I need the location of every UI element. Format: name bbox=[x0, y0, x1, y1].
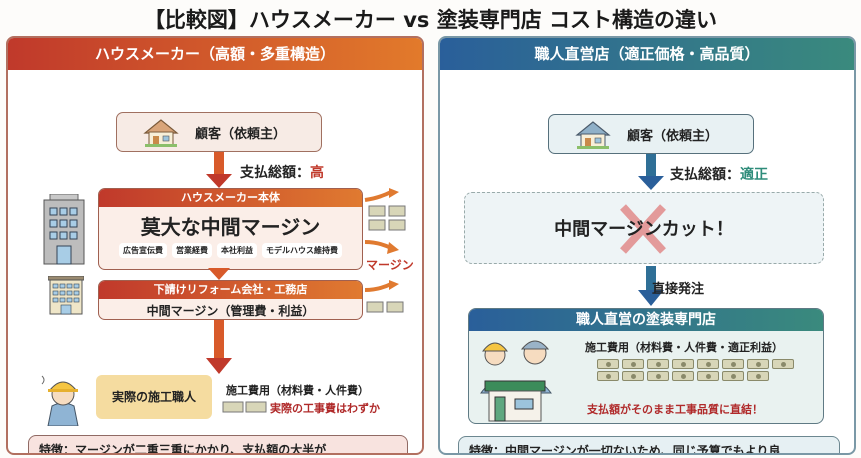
direct-order-label: 直接発注 bbox=[652, 282, 705, 297]
arrow-down-icon bbox=[206, 320, 232, 374]
money-icon bbox=[222, 401, 267, 413]
worried-worker-icon bbox=[41, 375, 79, 426]
tag-model-house: モデルハウス維持費 bbox=[262, 243, 342, 258]
customer-box: 顧客（依頼主） bbox=[116, 112, 322, 152]
craftsman-shop-head: 職人直営の塗装専門店 bbox=[469, 309, 823, 331]
contractor-building-icon bbox=[48, 276, 84, 315]
arrow-down-icon bbox=[638, 154, 664, 190]
craftsman-shop-box: 職人直営の塗装専門店 施工費用（材料費・人件費・適正利益） 支払額がそのまま工事… bbox=[468, 308, 824, 424]
bill-icon bbox=[747, 359, 769, 369]
feature-note: 特徴：マージンが二重三重にかかり、支払額の大半が 工事以外に使われる。連絡等の伝… bbox=[28, 435, 408, 453]
bill-icon bbox=[622, 359, 644, 369]
huge-margin-label: 莫大な中間マージン bbox=[140, 215, 321, 239]
bill-icon bbox=[672, 359, 694, 369]
margin-outflow-arrow-icon bbox=[364, 280, 404, 313]
tag-hq-profit: 本社利益 bbox=[217, 243, 257, 258]
margin-cut-box: 中間マージンカット！ bbox=[464, 192, 824, 264]
margin-outflow-arrows-icon bbox=[364, 188, 406, 254]
house-icon bbox=[575, 121, 611, 149]
customer-box: 顧客（依頼主） bbox=[548, 114, 754, 154]
bill-icon bbox=[597, 359, 619, 369]
margin-cut-label: 中間マージンカット！ bbox=[554, 219, 734, 240]
margin-label: マージン bbox=[366, 258, 414, 272]
shop-construction-cost: 施工費用（材料費・人件費・適正利益） bbox=[585, 341, 783, 354]
cost-tags: 広告宣伝費 営業経費 本社利益 モデルハウス維持費 bbox=[99, 243, 362, 258]
tag-advertising: 広告宣伝費 bbox=[119, 243, 167, 258]
arrow-down-icon bbox=[208, 268, 230, 280]
subcontractor-box: 下請けリフォーム会社・工務店 中間マージン（管理費・利益） bbox=[98, 280, 363, 320]
bill-icon bbox=[747, 371, 769, 381]
customer-label: 顧客（依頼主） bbox=[627, 129, 719, 144]
craftsmen-shop-icon bbox=[480, 340, 552, 422]
bill-icon bbox=[647, 371, 669, 381]
craftsman-shop-header: 職人直営店（適正価格・高品質） bbox=[440, 38, 854, 70]
arrow-down-icon bbox=[638, 266, 664, 306]
bill-icon bbox=[647, 359, 669, 369]
payment-total: 支払総額：高 bbox=[240, 165, 324, 181]
bill-icon bbox=[622, 371, 644, 381]
cost-warning: 実際の工事費はわずか bbox=[270, 402, 380, 415]
bill-icon bbox=[697, 371, 719, 381]
diagram-title: 【比較図】ハウスメーカー vs 塗装専門店 コスト構造の違い bbox=[143, 8, 718, 32]
bill-icon bbox=[722, 359, 744, 369]
craftsman-shop-panel: 職人直営店（適正価格・高品質） 顧客（依頼主） 支払総額：適正 中間マージ bbox=[438, 36, 856, 455]
house-maker-header: ハウスメーカー（高額・多重構造） bbox=[8, 38, 422, 70]
bill-icon bbox=[697, 359, 719, 369]
house-maker-head: ハウスメーカー本体 bbox=[99, 189, 362, 207]
house-maker-box: ハウスメーカー本体 莫大な中間マージン 広告宣伝費 営業経費 本社利益 モデルハ… bbox=[98, 188, 363, 270]
construction-cost-label: 施工費用（材料費・人件費） bbox=[226, 384, 369, 397]
tag-sales-expense: 営業経費 bbox=[172, 243, 212, 258]
bill-icon bbox=[722, 371, 744, 381]
bill-icon bbox=[672, 371, 694, 381]
actual-worker-box: 実際の施工職人 bbox=[96, 375, 212, 419]
customer-label: 顧客（依頼主） bbox=[195, 127, 287, 142]
house-maker-panel: ハウスメーカー（高額・多重構造） 顧客（依頼主） 支払総額：高 bbox=[6, 36, 424, 455]
quality-link-note: 支払額がそのまま工事品質に直結！ bbox=[587, 403, 763, 416]
bill-icon bbox=[772, 359, 794, 369]
subcontractor-head: 下請けリフォーム会社・工務店 bbox=[99, 281, 362, 299]
house-icon bbox=[143, 119, 179, 147]
payment-value-fair: 適正 bbox=[740, 167, 768, 183]
office-building-icon bbox=[43, 194, 85, 265]
subcontractor-margin: 中間マージン（管理費・利益） bbox=[146, 304, 315, 318]
money-stack-icon bbox=[597, 359, 803, 381]
cross-mark-icon bbox=[620, 204, 666, 254]
payment-value-high: 高 bbox=[310, 165, 324, 181]
arrow-down-icon bbox=[206, 152, 232, 188]
feature-note: 特徴：中間マージンが一切ないため、同じ予算でもより良 い材料や丁寧な施工が可能。… bbox=[458, 436, 840, 453]
bill-icon bbox=[597, 371, 619, 381]
payment-total: 支払総額：適正 bbox=[670, 167, 768, 183]
